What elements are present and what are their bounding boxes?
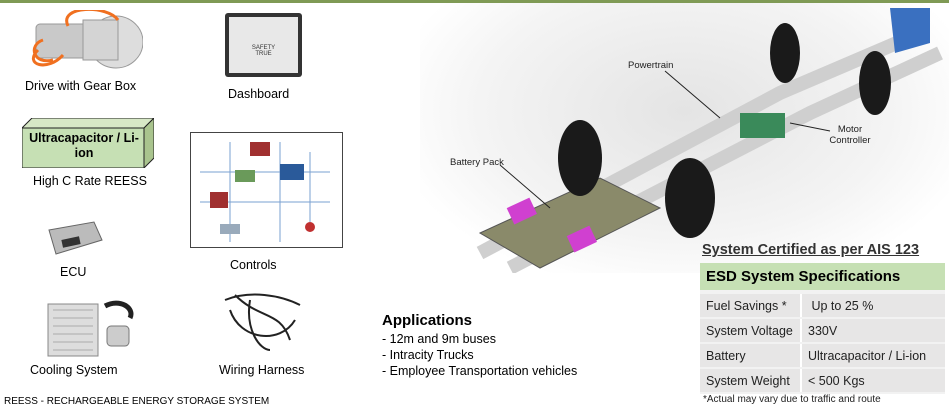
radiator-image xyxy=(47,300,134,357)
ecu-label: ECU xyxy=(60,265,87,279)
ecu-image xyxy=(48,221,103,255)
spec-value: 330V xyxy=(802,319,945,342)
powertrain-label: Powertrain xyxy=(628,60,674,71)
application-item: - Intracity Trucks xyxy=(382,348,474,362)
controls-label: Controls xyxy=(230,258,277,272)
certification-heading: System Certified as per AIS 123 xyxy=(702,242,920,258)
spec-name: System Weight xyxy=(700,369,802,392)
top-accent-line xyxy=(0,0,949,3)
table-row: System Weight< 500 Kgs xyxy=(700,369,945,392)
controls-diagram-image xyxy=(190,132,343,248)
reess-box xyxy=(22,118,154,168)
drive-gearbox-label: Drive with Gear Box xyxy=(25,79,137,93)
battery-pack-label: Battery Pack xyxy=(450,157,504,168)
motor-gearbox-image xyxy=(31,10,143,69)
applications-section: Applications - 12m and 9m buses - Intrac… xyxy=(382,313,577,379)
spec-table-title: ESD System Specifications xyxy=(700,263,945,290)
reess-footnote: REESS - RECHARGEABLE ENERGY STORAGE SYST… xyxy=(4,396,270,407)
table-row: Fuel Savings * Up to 25 % xyxy=(700,294,945,317)
reess-label: High C Rate REESS xyxy=(33,174,147,188)
spec-name: Fuel Savings * xyxy=(700,294,802,317)
dashboard-true-text: TRUE xyxy=(255,51,272,57)
spec-table: ESD System Specifications Fuel Savings *… xyxy=(700,263,945,394)
dashboard-label: Dashboard xyxy=(228,87,290,101)
spec-name: Battery xyxy=(700,344,802,367)
bus-chassis-image: Powertrain Battery Pack Motor Controller xyxy=(420,3,949,273)
spec-value: Up to 25 % xyxy=(802,294,945,317)
spec-value: < 500 Kgs xyxy=(802,369,945,392)
wiring-label: Wiring Harness xyxy=(219,363,305,377)
dashboard-safety-text: SAFETY xyxy=(251,45,276,51)
application-item: - Employee Transportation vehicles xyxy=(382,364,578,378)
dashboard-display-image: SAFETY TRUE xyxy=(225,13,302,77)
spec-value: Ultracapacitor / Li-ion xyxy=(802,344,945,367)
application-item: - 12m and 9m buses xyxy=(382,332,496,346)
spec-name: System Voltage xyxy=(700,319,802,342)
wiring-harness-image xyxy=(224,293,301,351)
reess-box-text: Ultracapacitor / Li-ion xyxy=(29,131,139,160)
motor-controller-label: Motor Controller xyxy=(829,124,871,146)
applications-title: Applications xyxy=(382,312,473,329)
cooling-label: Cooling System xyxy=(30,363,118,377)
spec-footnote: *Actual may vary due to traffic and rout… xyxy=(703,394,881,405)
